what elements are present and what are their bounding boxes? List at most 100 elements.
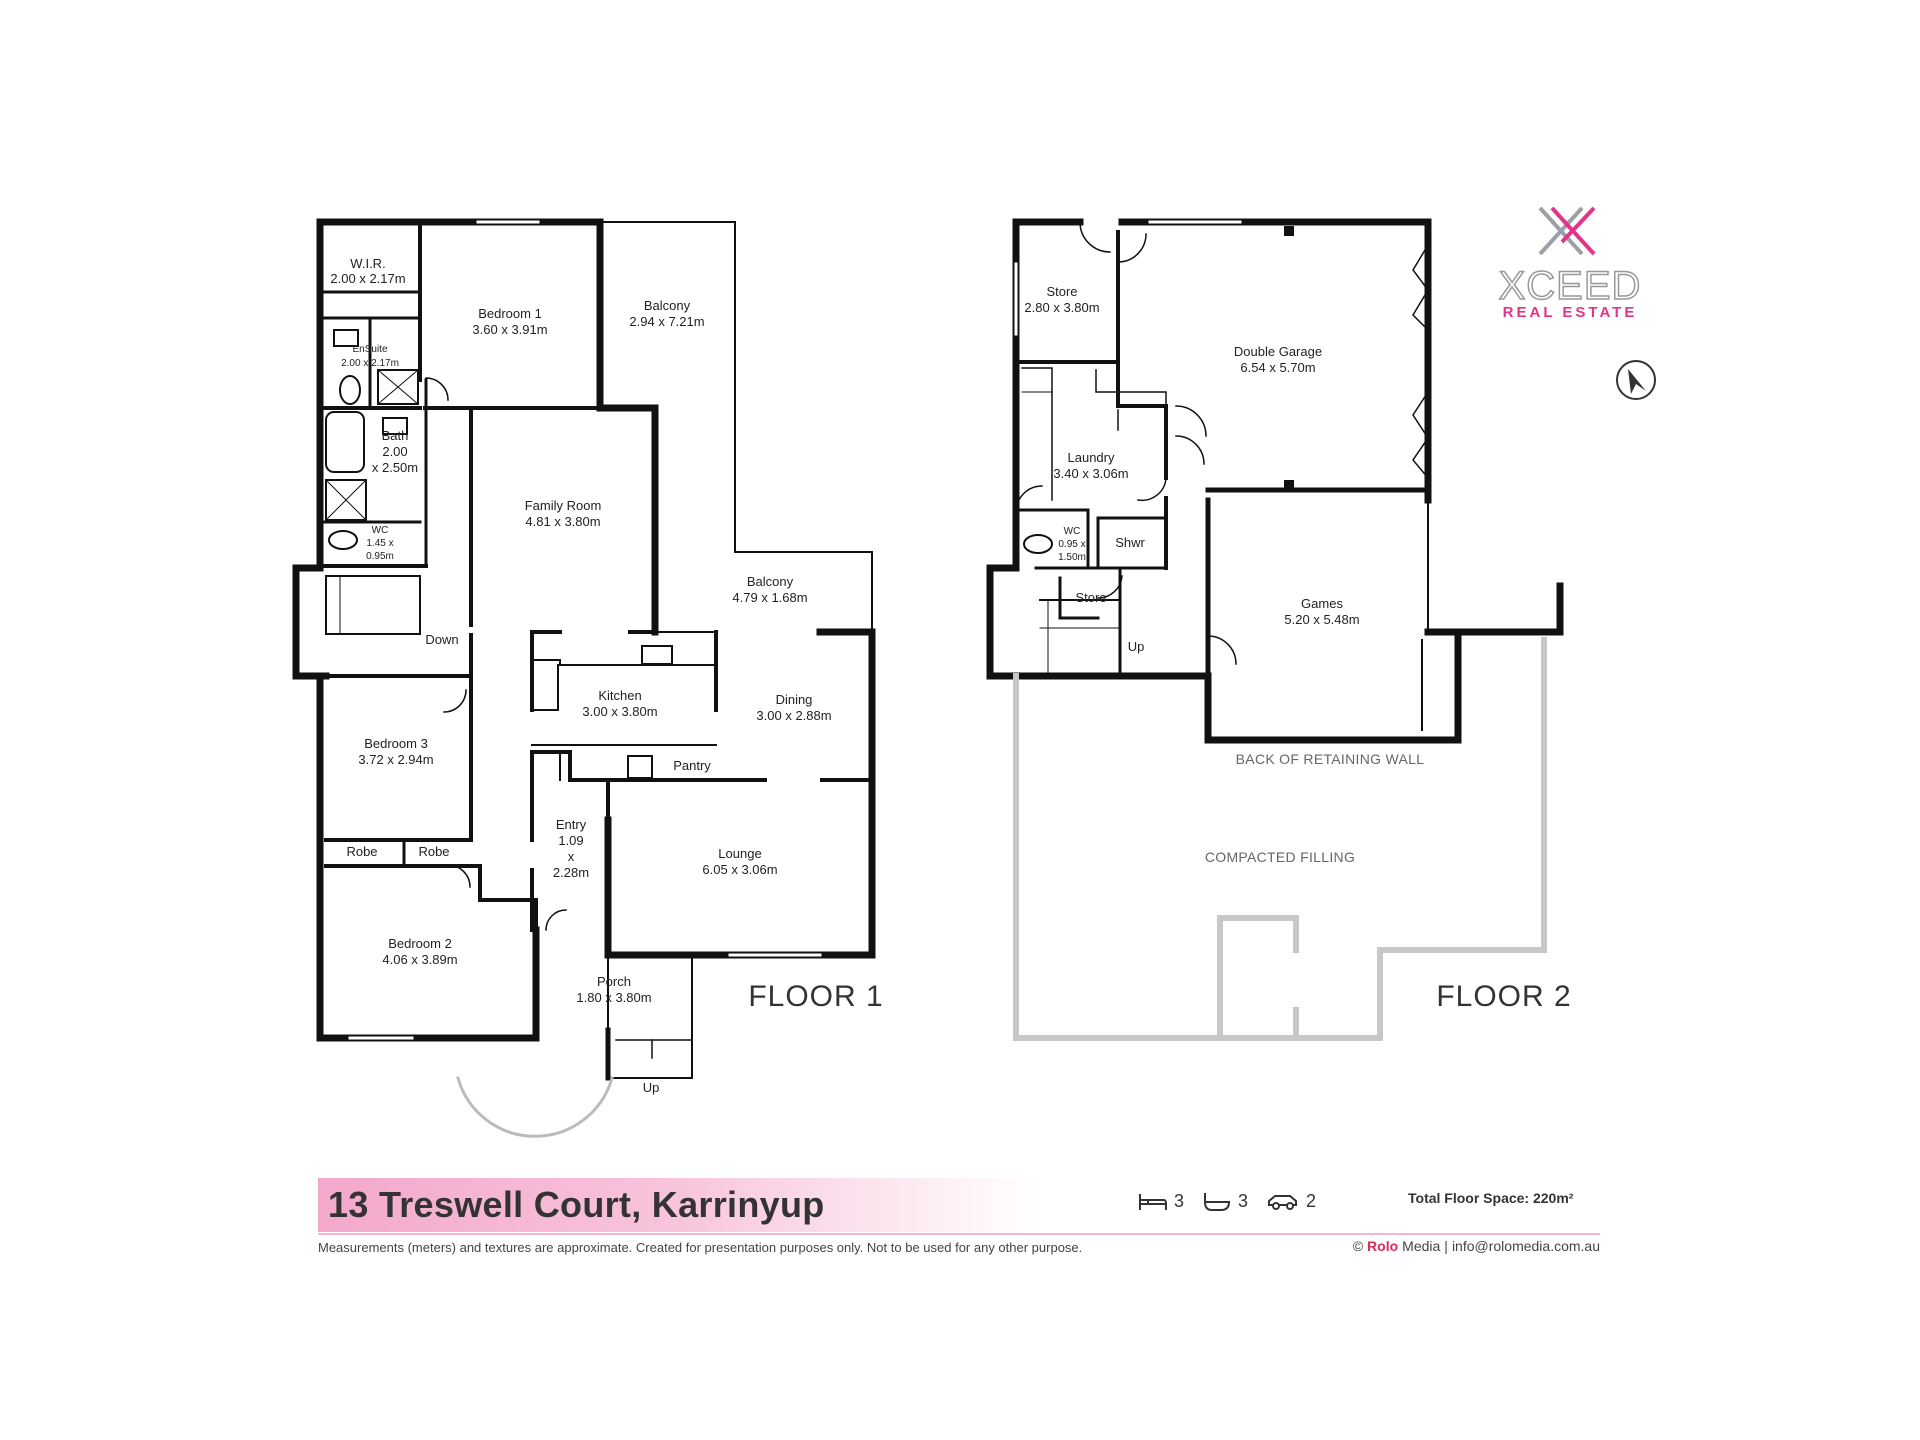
- pink-divider: [318, 1233, 1600, 1235]
- room-dims-bedroom-2: 4.06 x 3.89m: [382, 952, 457, 967]
- room-name-pantry: Pantry: [673, 758, 711, 773]
- room-name-robe-2: Robe: [418, 844, 449, 859]
- room-dims-ensuite: 2.00 x 2.17m: [341, 358, 399, 369]
- svg-text:Bedroom 13.60 x 3.91m: Bedroom 13.60 x 3.91m: [472, 306, 547, 337]
- room-name-bedroom-1: Bedroom 1: [478, 306, 542, 321]
- media-brand: Media: [1402, 1238, 1441, 1254]
- room-name-wir: W.I.R.: [350, 256, 385, 271]
- room-name-family-room: Family Room: [525, 498, 602, 513]
- room-name-bedroom-3: Bedroom 3: [364, 736, 428, 751]
- property-address: 13 Treswell Court, Karrinyup: [328, 1184, 825, 1225]
- svg-text:W.I.R.2.00 x 2.17m: W.I.R.2.00 x 2.17m: [330, 256, 405, 286]
- room-name-lounge: Lounge: [718, 846, 761, 861]
- room-dims-entry-a: 1.09: [558, 833, 583, 848]
- cars-stat: 2: [1266, 1190, 1316, 1212]
- room-name-balcony-1: Balcony: [644, 298, 691, 313]
- north-compass-icon: [1616, 360, 1656, 400]
- credit-separator: |: [1444, 1238, 1448, 1254]
- cars-count: 2: [1306, 1190, 1317, 1211]
- title-band: 13 Treswell Court, Karrinyup: [318, 1178, 1038, 1232]
- logo-subtitle: REAL ESTATE: [1502, 304, 1638, 321]
- room-dims-bath-b: x 2.50m: [372, 460, 418, 475]
- room-name-shower: Shwr: [1115, 535, 1145, 550]
- room-dims-double-garage: 6.54 x 5.70m: [1240, 360, 1315, 375]
- floor-2-walls: [986, 218, 1564, 1041]
- room-dims-porch: 1.80 x 3.80m: [576, 990, 651, 1005]
- floor-1-walls: [292, 218, 876, 1138]
- room-dims-family-room: 4.81 x 3.80m: [525, 514, 600, 529]
- beds-count: 3: [1174, 1190, 1185, 1211]
- xceed-logo: XCEED REAL ESTATE: [1480, 196, 1660, 336]
- baths-stat: 3: [1202, 1190, 1248, 1212]
- room-dims-wir: 2.00 x 2.17m: [330, 271, 405, 286]
- contact-email[interactable]: info@rolomedia.com.au: [1451, 1238, 1600, 1254]
- room-dims-bedroom-1: 3.60 x 3.91m: [472, 322, 547, 337]
- floor-2-title: FLOOR 2: [1436, 980, 1571, 1013]
- total-floor-space: Total Floor Space: 220m²: [1408, 1190, 1574, 1206]
- room-name-entry: Entry: [556, 817, 587, 832]
- room-name-store-1: Store: [1046, 284, 1077, 299]
- compacted-filling-note: COMPACTED FILLING: [1205, 849, 1355, 865]
- baths-count: 3: [1238, 1190, 1249, 1211]
- room-name-ensuite: EnSuite: [352, 344, 387, 355]
- stairs-down-label: Down: [425, 632, 458, 647]
- room-dims-store-1: 2.80 x 3.80m: [1024, 300, 1099, 315]
- room-name-wc-2: WC: [1064, 526, 1081, 537]
- svg-text:WC0.95 x1.50m: WC0.95 x1.50m: [1058, 526, 1086, 563]
- room-dims-laundry: 3.40 x 3.06m: [1053, 466, 1128, 481]
- room-dims-games: 5.20 x 5.48m: [1284, 612, 1359, 627]
- room-name-store-2: Store: [1075, 590, 1106, 605]
- room-dims-wc-2a: 0.95 x: [1058, 539, 1085, 550]
- room-name-bedroom-2: Bedroom 2: [388, 936, 452, 951]
- steps-up-label: Up: [643, 1080, 660, 1095]
- car-icon: [1268, 1195, 1298, 1210]
- logo-mark-icon: [1538, 206, 1596, 256]
- svg-text:WC1.45 x0.95m: WC 1.45 x 0.95m: [366, 525, 394, 562]
- room-dims-wc-b: 0.95m: [366, 551, 394, 562]
- room-dims-lounge: 6.05 x 3.06m: [702, 862, 777, 877]
- room-dims-entry-c: 2.28m: [553, 865, 589, 880]
- room-dims-bedroom-3: 3.72 x 2.94m: [358, 752, 433, 767]
- bath-icon: [1204, 1193, 1231, 1211]
- room-name-porch: Porch: [597, 974, 631, 989]
- stairs-up-label: Up: [1128, 639, 1145, 654]
- room-dims-wc-a: 1.45 x: [366, 538, 393, 549]
- beds-stat: 3: [1138, 1190, 1184, 1212]
- room-name-dining: Dining: [776, 692, 813, 707]
- room-name-double-garage: Double Garage: [1234, 344, 1322, 359]
- room-dims-kitchen: 3.00 x 3.80m: [582, 704, 657, 719]
- room-name-kitchen: Kitchen: [598, 688, 641, 703]
- room-name-wc: WC: [372, 525, 389, 536]
- bed-icon: [1139, 1194, 1167, 1210]
- room-dims-balcony-1: 2.94 x 7.21m: [629, 314, 704, 329]
- footer: 13 Treswell Court, Karrinyup 3 3 2 Total…: [318, 1178, 1600, 1258]
- room-dims-balcony-2: 4.79 x 1.68m: [732, 590, 807, 605]
- credit: © Rolo Media | info@rolomedia.com.au: [1353, 1238, 1600, 1254]
- floor-1-title: FLOOR 1: [748, 980, 883, 1013]
- room-name-laundry: Laundry: [1068, 450, 1115, 465]
- svg-text:Bedroom 33.72 x 2.94m: Bedroom 33.72 x 2.94m: [358, 736, 433, 767]
- copyright-symbol: ©: [1352, 1238, 1364, 1254]
- property-stats: 3 3 2: [1138, 1190, 1316, 1212]
- disclaimer: Measurements (meters) and textures are a…: [318, 1240, 1083, 1255]
- svg-text:Bedroom 24.06 x 3.89m: Bedroom 24.06 x 3.89m: [382, 936, 457, 967]
- logo-word: XCEED: [1498, 263, 1642, 309]
- room-name-bath: Bath: [382, 428, 409, 443]
